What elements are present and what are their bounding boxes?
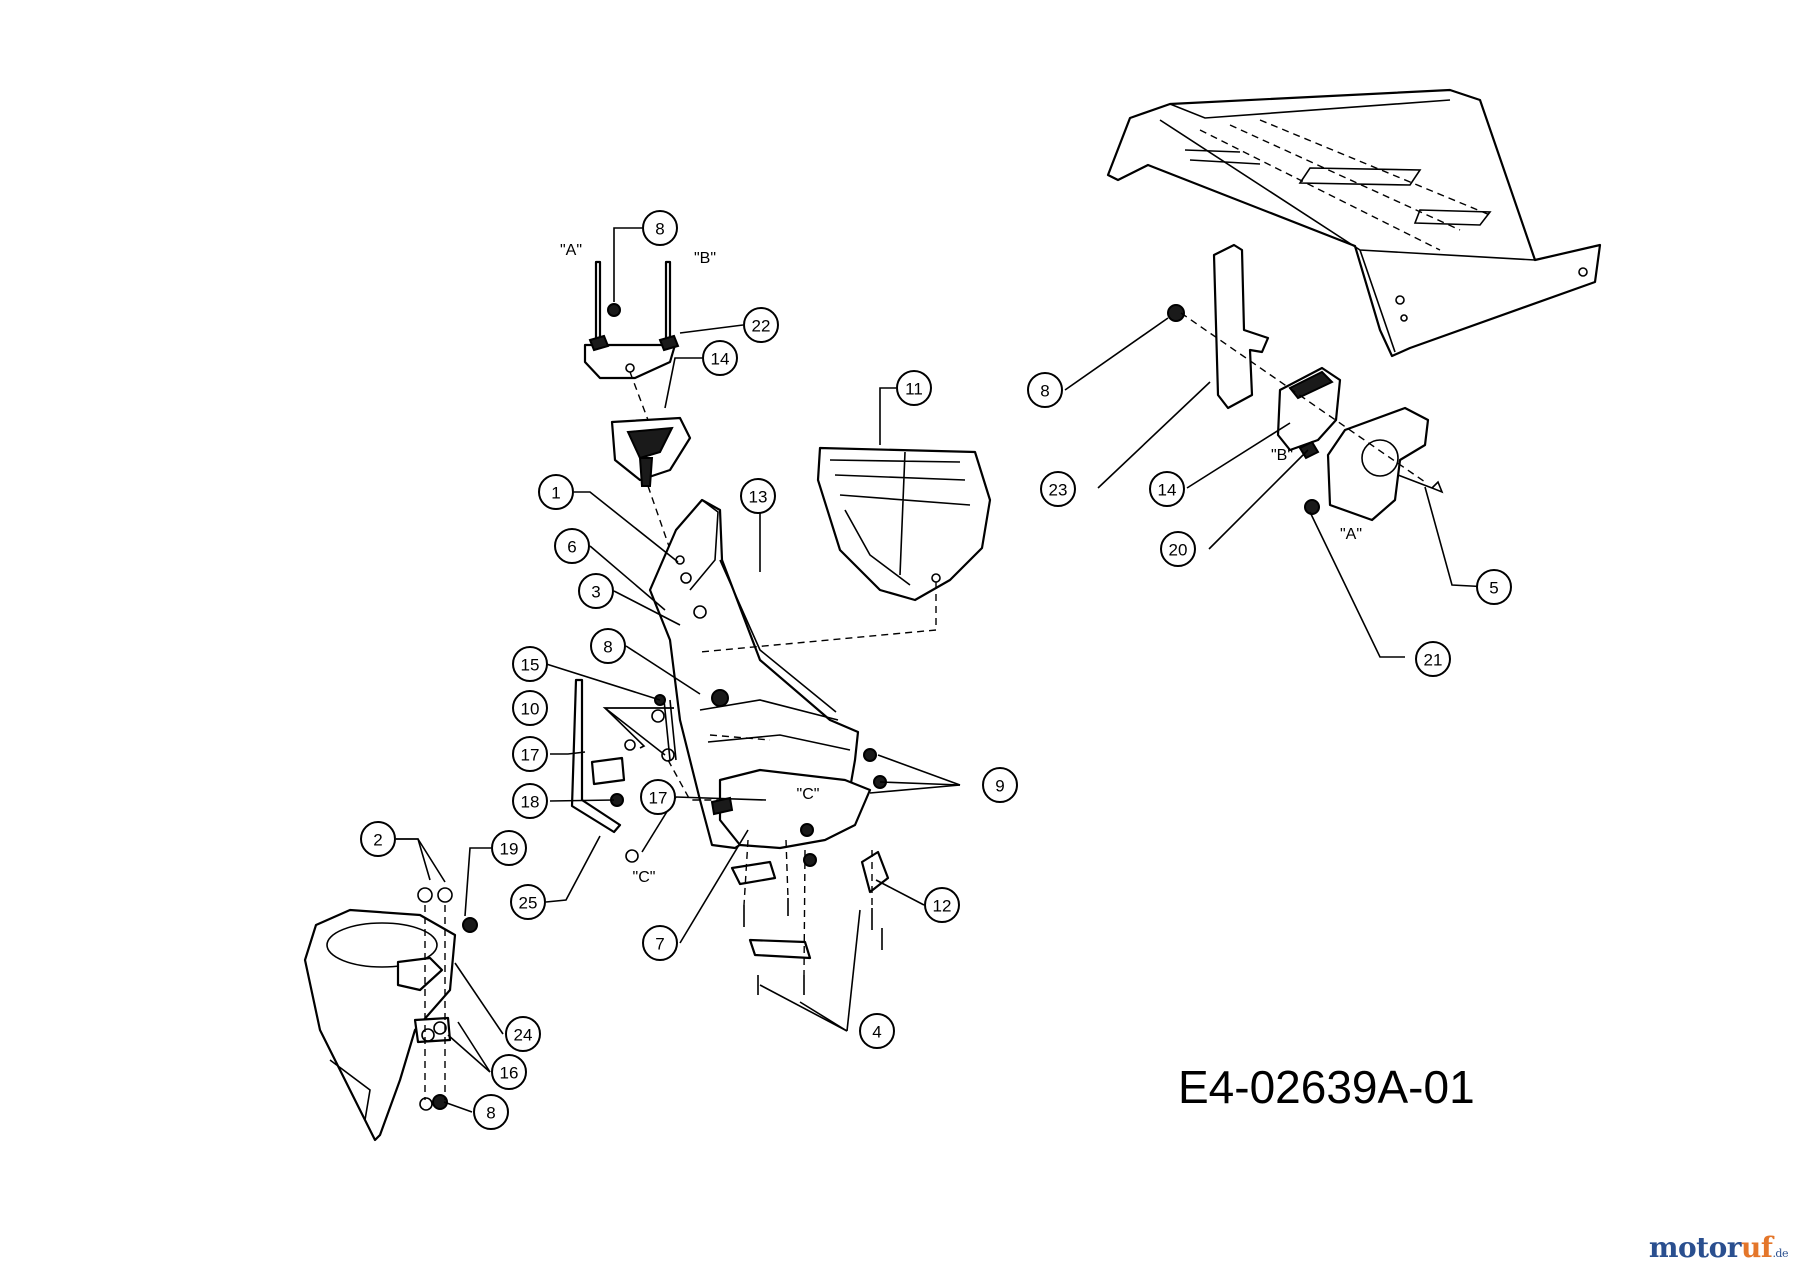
callout-13: 13 bbox=[740, 478, 776, 514]
ref-mark-c-mid: "C" bbox=[797, 786, 820, 803]
svg-text:15: 15 bbox=[521, 656, 540, 675]
callout-14-right: 14 bbox=[1149, 471, 1185, 507]
discharge-chute bbox=[648, 498, 872, 850]
svg-text:16: 16 bbox=[500, 1064, 519, 1083]
callout-6: 6 bbox=[554, 528, 590, 564]
ref-mark-a-top: "A" bbox=[560, 242, 582, 259]
svg-text:12: 12 bbox=[933, 897, 952, 916]
callout-23: 23 bbox=[1040, 471, 1076, 507]
ref-mark-a-right: "A" bbox=[1340, 526, 1362, 543]
callout-24: 24 bbox=[505, 1016, 541, 1052]
callout-18: 18 bbox=[512, 783, 548, 819]
callout-17-mid: 17 bbox=[640, 779, 676, 815]
svg-text:6: 6 bbox=[567, 538, 576, 557]
svg-text:8: 8 bbox=[655, 220, 664, 239]
callout-16: 16 bbox=[491, 1054, 527, 1090]
svg-text:14: 14 bbox=[711, 350, 730, 369]
ref-mark-b-right: "B" bbox=[1271, 447, 1293, 464]
callout-8-top: 8 bbox=[642, 210, 678, 246]
svg-text:3: 3 bbox=[591, 583, 600, 602]
callout-17-left: 17 bbox=[512, 736, 548, 772]
chute-deflector bbox=[699, 446, 992, 653]
left-linkage-hardware bbox=[570, 678, 771, 863]
watermark-tld: .de bbox=[1772, 1247, 1788, 1260]
callout-9: 9 bbox=[982, 767, 1018, 803]
svg-text:24: 24 bbox=[514, 1026, 533, 1045]
chute-base-hardware bbox=[730, 748, 890, 995]
callout-19: 19 bbox=[491, 830, 527, 866]
svg-text:8: 8 bbox=[486, 1104, 495, 1123]
callout-8-mid: 8 bbox=[590, 628, 626, 664]
svg-text:2: 2 bbox=[373, 831, 382, 850]
svg-text:20: 20 bbox=[1169, 541, 1188, 560]
callout-2: 2 bbox=[360, 821, 396, 857]
svg-text:9: 9 bbox=[995, 777, 1004, 796]
callout-4: 4 bbox=[859, 1013, 895, 1049]
callout-14-top: 14 bbox=[702, 340, 738, 376]
svg-text:17: 17 bbox=[649, 789, 668, 808]
callout-8-right: 8 bbox=[1027, 372, 1063, 408]
right-mounting-assembly bbox=[1167, 243, 1444, 522]
svg-text:25: 25 bbox=[519, 894, 538, 913]
callout-10: 10 bbox=[512, 690, 548, 726]
svg-text:1: 1 bbox=[551, 484, 560, 503]
watermark-main: motor bbox=[1648, 1231, 1742, 1264]
svg-text:8: 8 bbox=[1040, 382, 1049, 401]
callout-1: 1 bbox=[538, 474, 574, 510]
callout-12: 12 bbox=[924, 887, 960, 923]
ref-mark-b-top: "B" bbox=[694, 250, 716, 267]
svg-text:7: 7 bbox=[655, 935, 664, 954]
svg-text:21: 21 bbox=[1424, 651, 1443, 670]
leader-lines bbox=[396, 227, 1491, 1113]
ref-mark-c-left: "C" bbox=[633, 869, 656, 886]
svg-text:18: 18 bbox=[521, 793, 540, 812]
callout-3: 3 bbox=[578, 573, 614, 609]
callout-22: 22 bbox=[743, 307, 779, 343]
svg-text:23: 23 bbox=[1049, 481, 1068, 500]
svg-text:19: 19 bbox=[500, 840, 519, 859]
svg-text:22: 22 bbox=[752, 317, 771, 336]
callout-20: 20 bbox=[1160, 531, 1196, 567]
callout-21: 21 bbox=[1415, 641, 1451, 677]
svg-text:4: 4 bbox=[872, 1023, 881, 1042]
callout-11: 11 bbox=[896, 370, 932, 406]
callout-25: 25 bbox=[510, 884, 546, 920]
svg-text:5: 5 bbox=[1489, 579, 1498, 598]
lower-chute-base bbox=[303, 887, 478, 1142]
watermark-logo: motoruf.de bbox=[1648, 1231, 1789, 1264]
top-left-rod-assembly bbox=[583, 260, 692, 579]
dash-panel-housing bbox=[1106, 88, 1602, 358]
callout-5: 5 bbox=[1476, 569, 1512, 605]
drawing-code: E4-02639A-01 bbox=[1178, 1061, 1475, 1113]
callout-7: 7 bbox=[642, 925, 678, 961]
watermark-accent: uf bbox=[1741, 1231, 1773, 1264]
svg-text:11: 11 bbox=[905, 380, 923, 399]
svg-text:13: 13 bbox=[749, 488, 768, 507]
svg-text:14: 14 bbox=[1158, 481, 1177, 500]
svg-text:17: 17 bbox=[521, 746, 540, 765]
svg-text:8: 8 bbox=[603, 638, 612, 657]
callout-15: 15 bbox=[512, 646, 548, 682]
svg-text:10: 10 bbox=[521, 700, 540, 719]
callout-8-bottom: 8 bbox=[473, 1094, 509, 1130]
